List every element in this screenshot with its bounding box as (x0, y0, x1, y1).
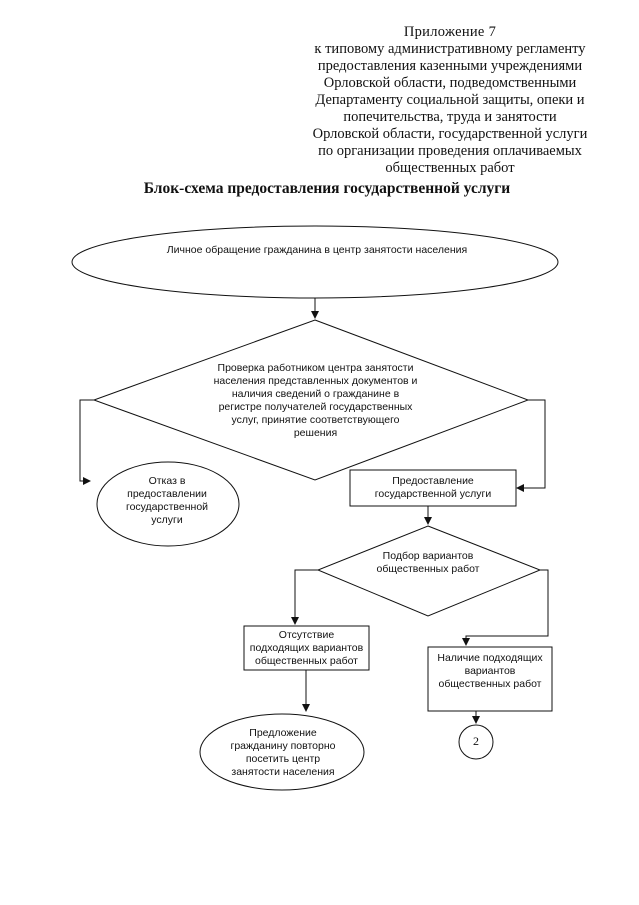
present-label: Наличие подходящих вариантов общественны… (437, 652, 543, 690)
header-line: Орловской области, подведомственными (323, 75, 577, 91)
arrow-select-to-absent (291, 569, 318, 625)
start-ellipse (71, 225, 559, 299)
connector-label: 2 (473, 734, 479, 748)
provide-label: Предоставление государственной услуги (374, 475, 492, 500)
header-line: Департаменту социальной защиты, опеки и (315, 92, 585, 108)
header-line: по организации проведения оплачиваемых (318, 143, 582, 159)
offer-label: Предложение гражданину повторно посетить… (230, 727, 336, 778)
check-diamond (92, 319, 530, 481)
header-line: общественных работ (385, 160, 515, 176)
start-label: Личное обращение гражданина в центр заня… (166, 244, 468, 256)
refusal-label: Отказ в предоставлении государственной у… (125, 475, 209, 526)
arrow-check-to-provide (516, 399, 546, 492)
header-line: попечительства, труда и занятости (343, 109, 557, 125)
header-line: к типовому административному регламенту (314, 41, 586, 57)
present-box (427, 646, 553, 712)
page-title: Блок-схема предоставления государственно… (143, 180, 511, 197)
refusal-ellipse (96, 461, 240, 547)
absent-label: Отсутствие подходящих вариантов обществе… (249, 629, 364, 667)
arrow-check-to-refusal (79, 399, 94, 485)
appendix-header: Приложение 7 к типовому административном… (290, 24, 610, 177)
select-diamond (316, 525, 542, 617)
header-line: Приложение 7 (403, 24, 497, 40)
offer-ellipse (199, 713, 365, 791)
header-line: предоставления казенными учреждениями (317, 58, 583, 74)
check-label: Проверка работником центра занятости нас… (213, 362, 418, 439)
header-line: Орловской области, государственной услуг… (312, 126, 588, 142)
select-label: Подбор вариантов общественных работ (376, 550, 480, 575)
connector-circle (458, 724, 494, 760)
arrow-select-to-present (462, 569, 549, 646)
